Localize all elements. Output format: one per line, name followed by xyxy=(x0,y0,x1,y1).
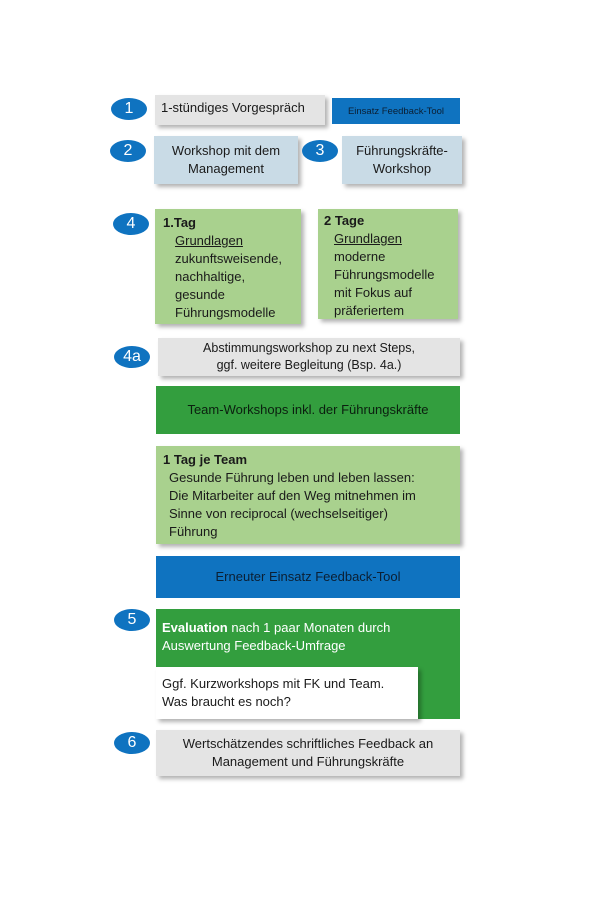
feedback-tool-again-box: Erneuter Einsatz Feedback-Tool xyxy=(156,556,460,598)
evaluation-rest: nach 1 paar Monaten durch xyxy=(227,620,391,635)
step-6-line1: Wertschätzendes schriftliches Feedback a… xyxy=(182,736,434,751)
step-1-label: 1-stündiges Vorgespräch xyxy=(161,100,305,115)
team-day-line: Gesunde Führung leben und leben lassen: xyxy=(169,470,415,485)
feedback-tool-label: Einsatz Feedback-Tool xyxy=(347,105,445,117)
step-3-badge: 3 xyxy=(302,140,338,162)
day-1-box: 1.Tag Grundlagen zukunftsweisende, nachh… xyxy=(155,209,301,324)
step-4a-box: Abstimmungsworkshop zu next Steps, ggf. … xyxy=(158,338,460,376)
step-2-box: Workshop mit dem Management xyxy=(154,136,298,184)
step-6-badge: 6 xyxy=(114,732,150,754)
step-2-badge: 2 xyxy=(110,140,146,162)
day-1-line: nachhaltige, xyxy=(175,269,246,284)
step-4a-line2: ggf. weitere Begleitung (Bsp. 4a.) xyxy=(216,358,402,372)
team-workshops-box: Team-Workshops inkl. der Führungskräfte xyxy=(156,386,460,434)
step-3-line1: Führungskräfte- xyxy=(356,143,448,158)
day-2-line: mit Fokus auf xyxy=(334,285,413,300)
step-2-line2: Management xyxy=(188,161,264,176)
step-1-badge: 1 xyxy=(111,98,147,120)
step-3-line2: Workshop xyxy=(372,161,432,176)
step-4a-line1: Abstimmungsworkshop zu next Steps, xyxy=(203,341,415,355)
step-2-line1: Workshop mit dem xyxy=(171,143,281,158)
team-day-title: 1 Tag je Team xyxy=(163,452,248,467)
day-2-line: präferiertem xyxy=(334,303,405,318)
evaluation-line2: Auswertung Feedback-Umfrage xyxy=(162,638,346,653)
short-workshops-line1: Ggf. Kurzworkshops mit FK und Team. xyxy=(162,676,385,691)
step-5-badge: 5 xyxy=(114,609,150,631)
short-workshops-line2: Was braucht es noch? xyxy=(162,694,291,709)
evaluation-line1: Evaluation nach 1 paar Monaten durch xyxy=(162,619,460,637)
team-day-box: 1 Tag je Team Gesunde Führung leben und … xyxy=(156,446,460,544)
day-1-title: 1.Tag xyxy=(163,215,196,230)
evaluation-bold: Evaluation xyxy=(162,620,228,635)
step-4a-badge: 4a xyxy=(114,346,150,368)
feedback-tool-box: Einsatz Feedback-Tool xyxy=(332,98,460,124)
feedback-tool-again-label: Erneuter Einsatz Feedback-Tool xyxy=(215,569,401,584)
step-4-badge: 4 xyxy=(113,213,149,235)
day-2-line: Führungsmodelle xyxy=(334,267,435,282)
day-2-subtitle: Grundlagen xyxy=(334,231,402,246)
step-6-box: Wertschätzendes schriftliches Feedback a… xyxy=(156,730,460,776)
day-1-subtitle: Grundlagen xyxy=(175,233,243,248)
team-day-line: Die Mitarbeiter auf den Weg mitnehmen im xyxy=(169,488,416,503)
step-6-line2: Management und Führungskräfte xyxy=(211,754,405,769)
day-1-line: zukunftsweisende, xyxy=(175,251,282,266)
day-2-box: 2 Tage Grundlagen moderne Führungsmodell… xyxy=(318,209,458,319)
step-3-box: Führungskräfte- Workshop xyxy=(342,136,462,184)
short-workshops-box: Ggf. Kurzworkshops mit FK und Team. Was … xyxy=(156,667,418,719)
day-1-line: Führungsmodelle xyxy=(175,305,276,320)
day-1-line: gesunde xyxy=(175,287,225,302)
step-1-box: 1-stündiges Vorgespräch xyxy=(155,95,325,125)
team-day-line: Sinne von reciprocal (wechselseitiger) xyxy=(169,506,388,521)
day-2-line: moderne xyxy=(334,249,386,264)
day-2-title: 2 Tage xyxy=(324,213,365,228)
team-workshops-label: Team-Workshops inkl. der Führungskräfte xyxy=(187,402,429,417)
team-day-line: Führung xyxy=(169,524,218,539)
